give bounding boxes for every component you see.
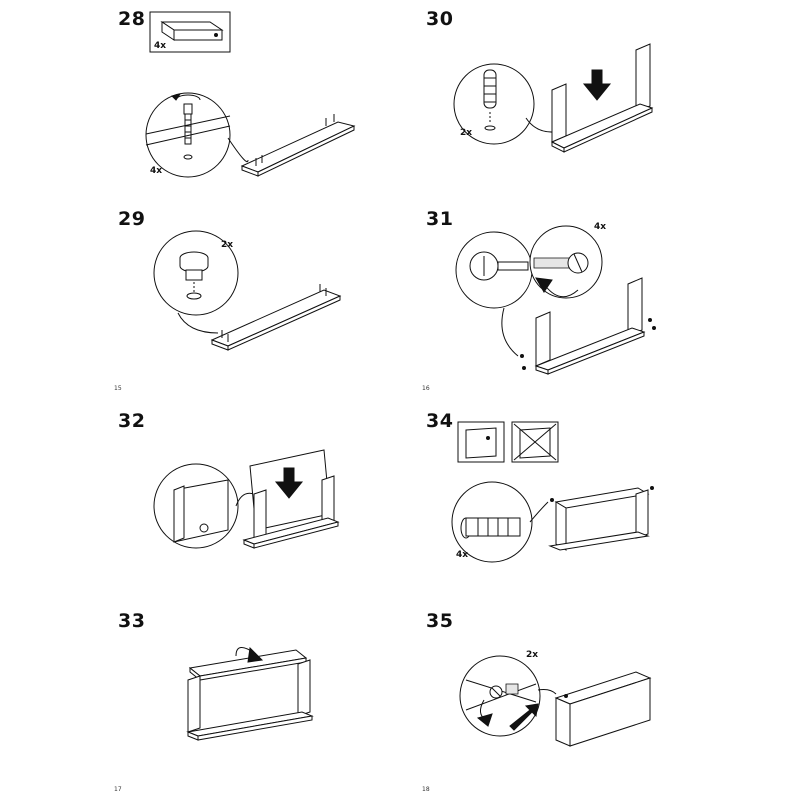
side-panels — [552, 44, 652, 152]
inset-quantity: 4x — [154, 41, 167, 51]
wooden-dowel-icon — [461, 518, 520, 538]
step-number: 33 — [118, 610, 146, 632]
step-number: 28 — [118, 8, 146, 30]
page-number-15: 15 — [114, 385, 122, 392]
step-30: 30 2x — [426, 8, 800, 198]
step-33: 33 — [118, 610, 498, 800]
page-number-18: 18 — [422, 786, 430, 793]
cam-lock-icon — [470, 252, 588, 280]
cross-out-icon — [514, 424, 556, 460]
cam-lock-screw-icon — [146, 94, 230, 159]
step-28-illustration — [118, 8, 498, 198]
page-number-17: 17 — [114, 786, 122, 793]
rotate-arrow-icon — [236, 647, 262, 662]
step-34-illustration — [426, 410, 800, 600]
step-32: 32 — [118, 410, 498, 600]
drawer-box — [556, 672, 650, 746]
rotate-arrow-icon — [478, 700, 492, 726]
bottom-board — [242, 114, 354, 176]
step-29-illustration — [118, 208, 498, 398]
dowel-icon — [484, 70, 496, 130]
step-29: 29 2x — [118, 208, 498, 398]
cam-lock-icon — [466, 680, 536, 710]
down-arrow-icon — [584, 70, 610, 100]
rotate-arrow-icon — [536, 278, 578, 297]
detail-quantity: 4x — [456, 550, 469, 560]
down-arrow-icon — [276, 468, 302, 498]
cabinet-frame — [521, 278, 656, 374]
step-31: 31 4x — [426, 208, 800, 398]
push-arrow-icon — [510, 704, 538, 730]
plug-icon — [180, 252, 208, 299]
panel-corner-detail — [174, 480, 228, 542]
step-35-illustration — [426, 610, 800, 800]
step-number: 31 — [426, 208, 454, 230]
step-33-illustration — [118, 610, 498, 800]
cabinet-frame — [550, 487, 654, 551]
step-number: 34 — [426, 410, 454, 432]
cabinet-frame — [244, 476, 338, 548]
cabinet-frame — [188, 660, 312, 740]
page-number-16: 16 — [422, 385, 430, 392]
detail-quantity: 2x — [526, 650, 539, 660]
drawer-icon — [162, 22, 222, 40]
step-30-illustration — [426, 8, 800, 198]
step-number: 29 — [118, 208, 146, 230]
step-28: 28 — [118, 8, 498, 198]
top-panel — [190, 650, 306, 680]
step-34: 34 4x — [426, 410, 800, 600]
step-number: 32 — [118, 410, 146, 432]
detail-quantity: 2x — [221, 240, 234, 250]
detail-quantity: 2x — [460, 128, 473, 138]
detail-quantity: 4x — [150, 166, 163, 176]
step-35: 35 2x — [426, 610, 800, 800]
correct-orientation-icon — [466, 428, 496, 458]
step-31-illustration — [426, 208, 800, 398]
bottom-board — [212, 284, 340, 350]
step-number: 35 — [426, 610, 454, 632]
step-32-illustration — [118, 410, 498, 600]
step-number: 30 — [426, 8, 454, 30]
detail-quantity: 4x — [594, 222, 607, 232]
